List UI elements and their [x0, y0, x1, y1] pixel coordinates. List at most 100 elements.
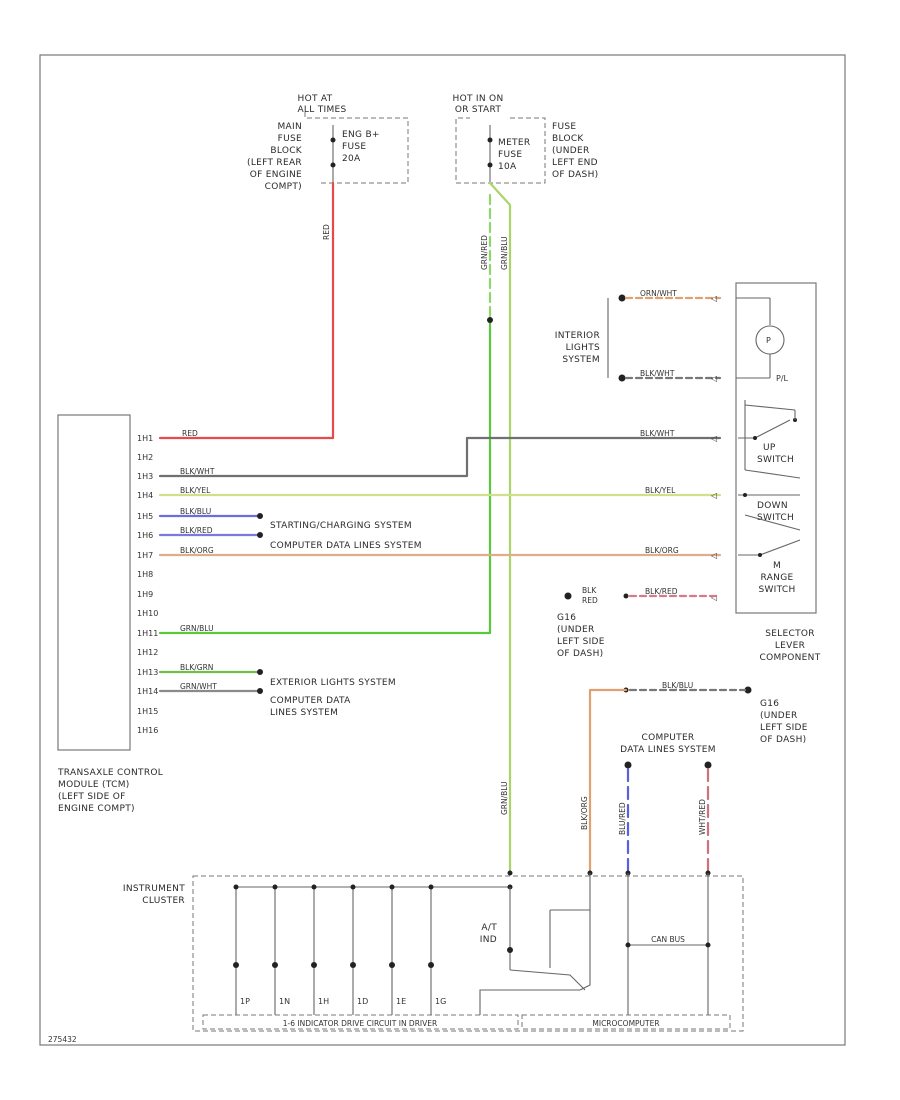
- wire-blk-wht: [158, 436, 722, 478]
- range-switch-2: RANGE: [761, 573, 794, 583]
- wire-red: [158, 181, 335, 440]
- svg-text:◁: ◁: [710, 294, 717, 303]
- svg-text:UP: UP: [763, 443, 776, 453]
- svg-text:BLU/RED: BLU/RED: [618, 802, 627, 835]
- svg-text:BLK/WHT: BLK/WHT: [180, 467, 215, 476]
- fuse-right-header-1: HOT IN ON: [453, 94, 504, 104]
- svg-text:◁: ◁: [710, 434, 717, 443]
- svg-text:BLK/RED: BLK/RED: [645, 587, 678, 596]
- svg-text:INSTRUMENT: INSTRUMENT: [123, 884, 185, 894]
- svg-text:(LEFT SIDE OF: (LEFT SIDE OF: [58, 792, 126, 802]
- svg-text:1H7: 1H7: [137, 551, 153, 560]
- svg-text:HOT IN ON: HOT IN ON: [453, 94, 504, 104]
- svg-text:LIGHTS: LIGHTS: [566, 343, 600, 353]
- svg-text:1H: 1H: [318, 997, 329, 1006]
- svg-text:ORN/WHT: ORN/WHT: [640, 289, 677, 298]
- svg-text:1H10: 1H10: [137, 609, 158, 618]
- svg-text:ENGINE COMPT): ENGINE COMPT): [58, 804, 135, 814]
- label-starting-system: STARTING/CHARGING SYSTEM: [270, 521, 412, 531]
- svg-text:(UNDER: (UNDER: [557, 625, 595, 635]
- svg-text:GRN/BLU: GRN/BLU: [180, 624, 214, 633]
- fuse-left-header-1: HOT AT: [298, 94, 333, 104]
- diagram-frame: [39, 54, 846, 1046]
- svg-text:LEVER: LEVER: [775, 641, 805, 651]
- fuse-left-loc-6: COMPT): [265, 182, 302, 192]
- svg-text:1P: 1P: [240, 997, 250, 1006]
- svg-text:1H1: 1H1: [137, 434, 153, 443]
- svg-text:METER: METER: [498, 138, 530, 148]
- svg-text:GRN/BLU: GRN/BLU: [500, 781, 509, 815]
- selector-lever-component: P P/L ◁ ◁ ◁ ◁ ◁ ◁ UP SWITCH DOWN SWITCH …: [710, 282, 821, 663]
- svg-text:275432: 275432: [48, 1035, 77, 1044]
- svg-text:OF DASH): OF DASH): [557, 649, 603, 659]
- svg-text:BLOCK: BLOCK: [270, 146, 302, 156]
- svg-text:GRN/RED: GRN/RED: [480, 235, 489, 270]
- svg-text:RED: RED: [582, 596, 598, 605]
- g16-upper-2: (UNDER: [557, 625, 595, 635]
- svg-text:RANGE: RANGE: [761, 573, 794, 583]
- svg-text:BLK/BLU: BLK/BLU: [662, 681, 693, 690]
- svg-text:CLUSTER: CLUSTER: [142, 896, 185, 906]
- svg-text:1H15: 1H15: [137, 707, 158, 716]
- svg-text:ALL TIMES: ALL TIMES: [297, 105, 346, 115]
- svg-text:RED: RED: [322, 224, 331, 240]
- fuse-right-loc-5: OF DASH): [552, 170, 598, 180]
- svg-text:ENG B+: ENG B+: [342, 130, 380, 140]
- fuse-right-fuse-1: METER: [498, 138, 530, 148]
- cluster-bottom-left: 1-6 INDICATOR DRIVE CIRCUIT IN DRIVER: [283, 1019, 437, 1028]
- g16-lower-3: LEFT SIDE: [760, 723, 808, 733]
- svg-text:(UNDER: (UNDER: [552, 146, 590, 156]
- svg-text:1D: 1D: [357, 997, 368, 1006]
- svg-text:◁: ◁: [710, 374, 717, 383]
- svg-text:GRN/BLU: GRN/BLU: [500, 236, 509, 270]
- label-computer-data: COMPUTER DATA LINES SYSTEM: [270, 541, 422, 551]
- svg-text:RED: RED: [182, 429, 198, 438]
- cdl-top-2: DATA LINES SYSTEM: [620, 745, 716, 755]
- fuse-left-loc-1: MAIN: [277, 122, 302, 132]
- fuse-left-fuse-1: ENG B+: [342, 130, 380, 140]
- at-ind-2: IND: [480, 935, 497, 945]
- svg-text:LEFT END: LEFT END: [552, 158, 598, 168]
- svg-text:BLK: BLK: [582, 586, 597, 595]
- svg-text:1H9: 1H9: [137, 590, 153, 599]
- g16-lower-2: (UNDER: [760, 711, 798, 721]
- g16-lower-1: G16: [760, 699, 779, 709]
- svg-text:LINES SYSTEM: LINES SYSTEM: [270, 708, 338, 718]
- selector-label-3: COMPONENT: [760, 653, 821, 663]
- svg-text:BLK/GRN: BLK/GRN: [180, 663, 213, 672]
- svg-text:P: P: [766, 336, 771, 345]
- cluster-label-2: CLUSTER: [142, 896, 185, 906]
- indicator-columns: 1P 1N 1H 1D 1E 1G: [233, 884, 446, 1015]
- range-switch-1: M: [773, 561, 781, 571]
- svg-text:EXTERIOR LIGHTS SYSTEM: EXTERIOR LIGHTS SYSTEM: [270, 678, 396, 688]
- svg-text:FUSE: FUSE: [552, 122, 576, 132]
- svg-text:1H3: 1H3: [137, 472, 153, 481]
- ground-g16-lower: BLK/BLU BLK/ORG G16 (UNDER LEFT SIDE OF …: [580, 681, 808, 872]
- computer-data-lines-top: COMPUTER DATA LINES SYSTEM BLU/RED WHT/R…: [618, 733, 716, 872]
- svg-text:SELECTOR: SELECTOR: [765, 629, 815, 639]
- down-switch-1: DOWN: [757, 501, 788, 511]
- svg-text:M: M: [773, 561, 781, 571]
- interior-label-1: INTERIOR: [555, 331, 600, 341]
- range-switch-3: SWITCH: [758, 585, 795, 595]
- fuse-left-header-2: ALL TIMES: [297, 105, 346, 115]
- cluster-label-1: INSTRUMENT: [123, 884, 185, 894]
- svg-text:SWITCH: SWITCH: [757, 513, 794, 523]
- svg-text:BLK/YEL: BLK/YEL: [645, 486, 676, 495]
- fuse-right-loc-1: FUSE: [552, 122, 576, 132]
- svg-text:OF DASH): OF DASH): [552, 170, 598, 180]
- ground-g16-upper: BLK RED BLK/RED G16 (UNDER LEFT SIDE OF …: [557, 586, 722, 659]
- svg-text:OF ENGINE: OF ENGINE: [250, 170, 302, 180]
- svg-text:1H11: 1H11: [137, 629, 158, 638]
- svg-text:1E: 1E: [396, 997, 406, 1006]
- svg-text:1H8: 1H8: [137, 570, 153, 579]
- svg-text:(LEFT REAR: (LEFT REAR: [247, 158, 302, 168]
- fuse-right-fuse-3: 10A: [498, 162, 517, 172]
- svg-text:MICROCOMPUTER: MICROCOMPUTER: [592, 1019, 659, 1028]
- svg-text:COMPONENT: COMPONENT: [760, 653, 821, 663]
- label-exterior-lights: EXTERIOR LIGHTS SYSTEM: [270, 678, 396, 688]
- svg-text:CAN BUS: CAN BUS: [651, 935, 685, 944]
- svg-text:1H16: 1H16: [137, 726, 158, 735]
- at-ind-1: A/T: [481, 923, 497, 933]
- svg-text:IND: IND: [480, 935, 497, 945]
